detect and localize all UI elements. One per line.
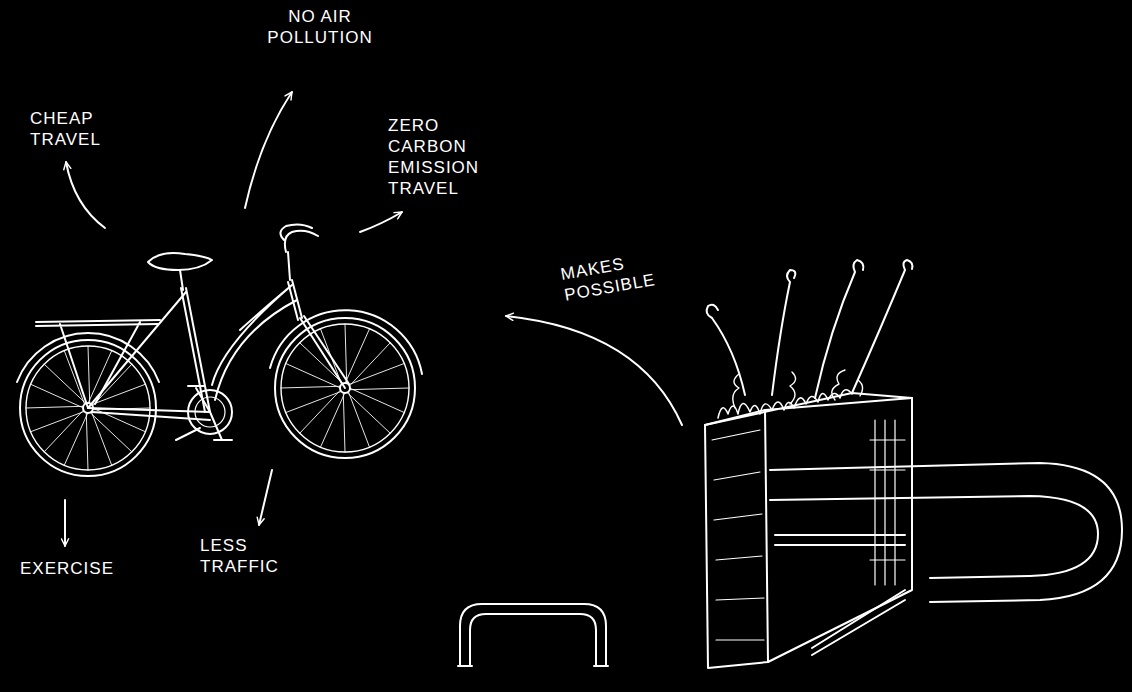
rear-fender (17, 333, 159, 382)
chain-stay (88, 408, 210, 420)
wheel-spoke (64, 413, 88, 465)
wheel-spoke (31, 411, 85, 431)
wheel-spoke (347, 393, 390, 434)
leader-arrow (66, 162, 105, 228)
wheel-spoke (300, 390, 341, 433)
wheel-spoke (44, 410, 83, 452)
seat-tube (181, 288, 210, 412)
wheel-spoke (348, 392, 369, 447)
wheel-spoke (321, 393, 345, 447)
wheel-spoke (286, 391, 341, 412)
planter-bike-rack (705, 260, 1122, 668)
leader-arrow (259, 470, 272, 525)
wheel-spoke (350, 388, 404, 412)
wheel-spoke (90, 413, 132, 452)
leader-arrow (64, 500, 66, 546)
rack-bars (775, 535, 905, 655)
wheel-spoke (31, 384, 83, 408)
rack-loop-inner (770, 496, 1098, 578)
annotation-label: EXERCISE (20, 558, 114, 579)
planter-grid (870, 420, 905, 585)
saddle (148, 253, 212, 270)
plant-stem (815, 260, 863, 398)
annotation-label: CHEAP TRAVEL (30, 108, 101, 150)
plant-leaves (733, 370, 863, 408)
wheel-spoke (350, 343, 391, 386)
wheel-spoke (345, 324, 347, 383)
annotation-label: NO AIR POLLUTION (267, 6, 372, 48)
fork (300, 316, 349, 388)
hoop-inner (470, 614, 596, 665)
leader-arrow (506, 316, 682, 425)
plant-stem (852, 260, 912, 393)
plant-stem (707, 305, 745, 395)
seat-post (180, 270, 183, 290)
wheel-spoke (281, 386, 340, 388)
wheel-spoke (86, 413, 88, 470)
wheel-spoke (343, 393, 345, 452)
down-tube (212, 285, 297, 400)
planter-slats (712, 430, 764, 640)
wheel-spoke (88, 346, 90, 403)
plant-stem (772, 270, 795, 395)
leader-arrows (65, 92, 682, 546)
annotation-label: ZERO CARBON EMISSION TRAVEL (388, 115, 479, 199)
hoop-feet (458, 665, 608, 667)
wheel-spoke (300, 343, 343, 384)
wheel-spoke (64, 351, 84, 405)
front-fender (270, 310, 422, 374)
seat-stay (88, 292, 186, 408)
rack-loop-outer (770, 463, 1122, 602)
bicycle-drawing (17, 224, 422, 476)
wheel-spoke (91, 412, 111, 466)
wheel-spoke (26, 406, 83, 408)
wheel-spoke (345, 329, 369, 383)
leader-arrow (245, 92, 292, 208)
hoop-bike-rack (458, 604, 608, 666)
leader-arrow (360, 212, 402, 232)
handlebar (280, 224, 318, 280)
head-tube (288, 280, 302, 320)
kickstand (176, 428, 200, 440)
planter-front (705, 410, 768, 668)
annotation-label: LESS TRAFFIC (200, 535, 279, 577)
hoop-outer (460, 604, 606, 665)
planter-side (768, 398, 912, 662)
wheel-spoke (350, 388, 409, 390)
crank-pedals (188, 386, 232, 440)
annotation-label: MAKES POSSIBLE (559, 248, 657, 305)
wheel-spoke (349, 364, 404, 385)
